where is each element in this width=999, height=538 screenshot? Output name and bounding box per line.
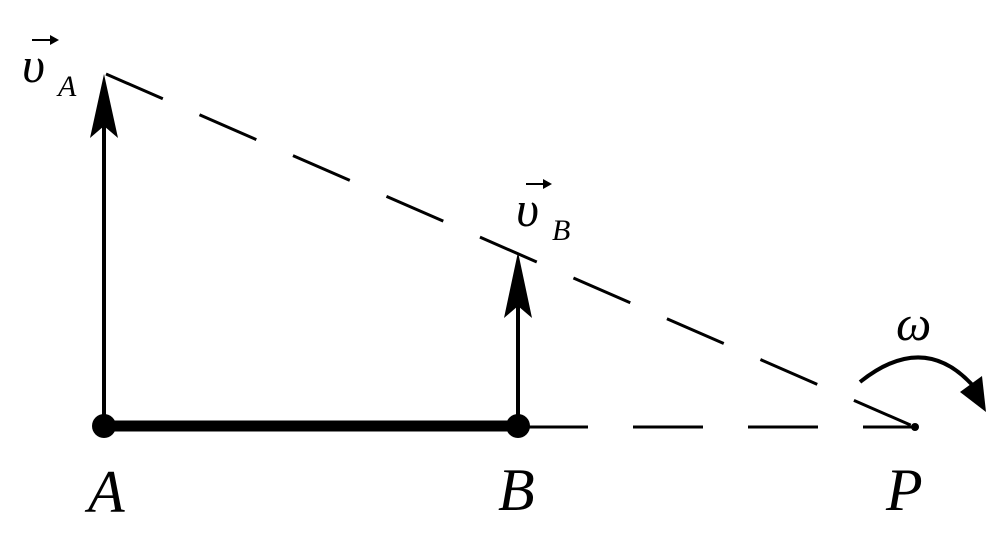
label-vb-subscript: B xyxy=(552,214,570,247)
vector-arrow-over-va xyxy=(32,35,59,45)
point-a-dot xyxy=(92,414,116,438)
point-p-dot xyxy=(911,423,919,431)
vector-arrow-over-vb xyxy=(526,179,552,189)
dashed-line-va-to-p xyxy=(105,72,916,429)
point-b-dot xyxy=(506,414,530,438)
label-va-symbol: υ xyxy=(22,37,45,93)
angular-velocity-arc xyxy=(858,355,977,390)
label-point-p: P xyxy=(885,457,923,523)
label-omega: ω xyxy=(896,295,931,351)
label-point-a: A xyxy=(84,459,125,525)
velocity-vector-b-arrowhead xyxy=(504,252,532,318)
label-va-subscript: A xyxy=(56,70,77,103)
velocity-vector-a-arrowhead xyxy=(90,74,118,138)
label-point-b: B xyxy=(498,457,535,523)
angular-velocity-arrowhead xyxy=(960,376,986,412)
label-vb-symbol: υ xyxy=(516,181,539,237)
